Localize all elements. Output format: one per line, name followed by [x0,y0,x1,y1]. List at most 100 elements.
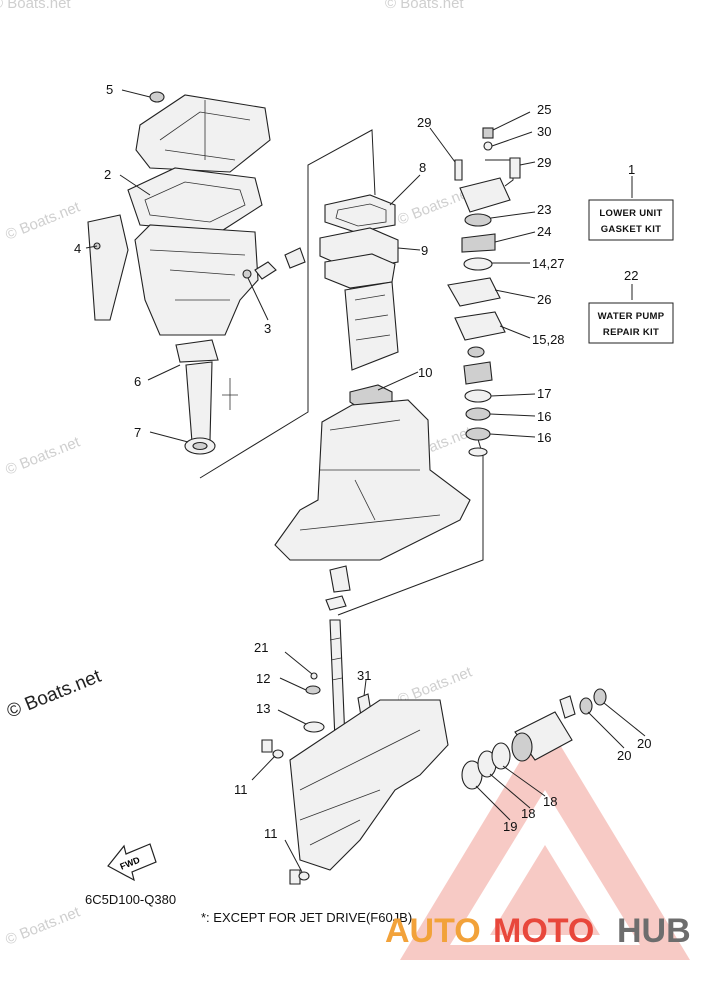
callout-8: 8 [419,160,426,175]
kit-box-water-pump[interactable]: WATER PUMP REPAIR KIT [588,302,674,344]
fwd-arrow: FWD [107,843,157,882]
callout-13: 13 [256,701,270,716]
brand-auto: AUTO [385,912,481,950]
impeller [461,233,496,253]
watermark-text: © Boats.net [3,433,83,479]
bolt-29b [509,157,521,179]
o-ring-14 [463,257,493,271]
callout-16-a: 16 [537,409,551,424]
o-ring-17 [464,389,492,403]
callout-2: 2 [104,167,111,182]
kit-label-line1: LOWER UNIT [599,208,662,219]
oil-seal-20b [593,688,607,706]
callout-19: 19 [503,819,517,834]
callout-21: 21 [254,640,268,655]
washer [483,141,493,151]
callout-11-a: 11 [234,782,248,797]
upper-casing-body [274,399,471,561]
oil-seal-20a [579,697,593,715]
automotohub-logo [400,720,690,960]
watermark-text: © Boats.net [3,903,83,949]
exhaust-pipe [185,361,213,443]
callout-20-b: 20 [637,736,651,751]
callout-14-27: 14,27 [532,256,565,271]
seal-12 [305,685,321,695]
callout-7: 7 [134,425,141,440]
callout-11-b: 11 [264,826,278,841]
pump-housing [459,177,511,213]
fwd-arrow-icon [107,843,157,882]
exhaust-guide-gasket [127,167,263,233]
diagram-code: 6C5D100-Q380 [85,892,176,907]
callout-24: 24 [537,224,551,239]
exhaust-manifold [344,281,399,371]
callout-30: 30 [537,124,551,139]
gasket-11a [272,749,284,759]
leader-lines [85,89,646,873]
gasket-11b [298,871,310,881]
oil-seal [149,91,165,103]
kit-label-line2: GASKET KIT [601,224,662,235]
exhaust-gasket [175,339,219,363]
callout-labels: 5 2 4 3 6 7 8 9 10 29 25 30 29 23 24 14,… [74,82,651,841]
callout-17: 17 [537,386,551,401]
watermark-text: © Boats.net [385,0,464,12]
outer-plate-gasket [447,277,501,307]
callout-22: 22 [624,268,638,283]
callout-18-a: 18 [543,794,557,809]
exhaust-guide-assembly [87,91,306,455]
oil-seal-housing [463,361,493,385]
callout-4: 4 [74,241,81,256]
footnote: *: EXCEPT FOR JET DRIVE(F60JB) [201,910,412,925]
o-ring-18b [491,742,511,770]
kit-label-line2: REPAIR KIT [603,327,659,338]
bolt-29 [454,159,463,181]
bolt-cap [482,127,494,139]
lower-casing-body [289,699,449,871]
callout-9: 9 [421,243,428,258]
callout-29-top: 29 [417,115,431,130]
callout-23: 23 [537,202,551,217]
plug-11b [289,869,301,885]
automotohub-wordmark: AUTO MOTO HUB [385,912,691,950]
insert-cartridge [464,213,492,227]
callout-25: 25 [537,102,551,117]
callout-20-a: 20 [617,748,631,763]
plug-11a [261,739,273,753]
upper-casing [274,399,471,611]
washer-bottom [468,447,488,457]
kit-label-line1: WATER PUMP [598,311,665,322]
bracket-side [87,214,129,321]
oil-seal-16a [465,407,491,421]
watermark-text: © Boats.net [0,0,71,12]
callout-10: 10 [418,365,432,380]
impeller-drive [329,565,351,593]
callout-15-28: 15,28 [532,332,565,347]
brand-moto: MOTO [493,912,594,950]
water-pump-assembly [447,127,521,457]
kit-box-lower-unit[interactable]: LOWER UNIT GASKET KIT [588,199,674,241]
callout-3: 3 [264,321,271,336]
oil-seal-16b [465,427,491,441]
upper-casing-plate [135,94,271,173]
callout-16-b: 16 [537,430,551,445]
gasket-8 [324,194,396,233]
logo-triangle-core [490,845,600,935]
o-ring-13 [303,721,325,733]
watermark-text-bold: © Boats.net [4,666,105,723]
small-seal [242,269,252,279]
callout-6: 6 [134,374,141,389]
exhaust-guide-body [134,224,259,336]
upper-casing-gaskets [319,194,399,411]
lower-unit-assembly [261,619,607,885]
callout-29-right: 29 [537,155,551,170]
washer-21 [310,672,318,680]
grommet [254,261,277,280]
brand-hub: HUB [617,912,691,950]
callout-31: 31 [357,668,371,683]
callout-26: 26 [537,292,551,307]
watermark-text: © Boats.net [3,198,83,244]
bolt [559,695,576,719]
circlip [325,595,347,611]
